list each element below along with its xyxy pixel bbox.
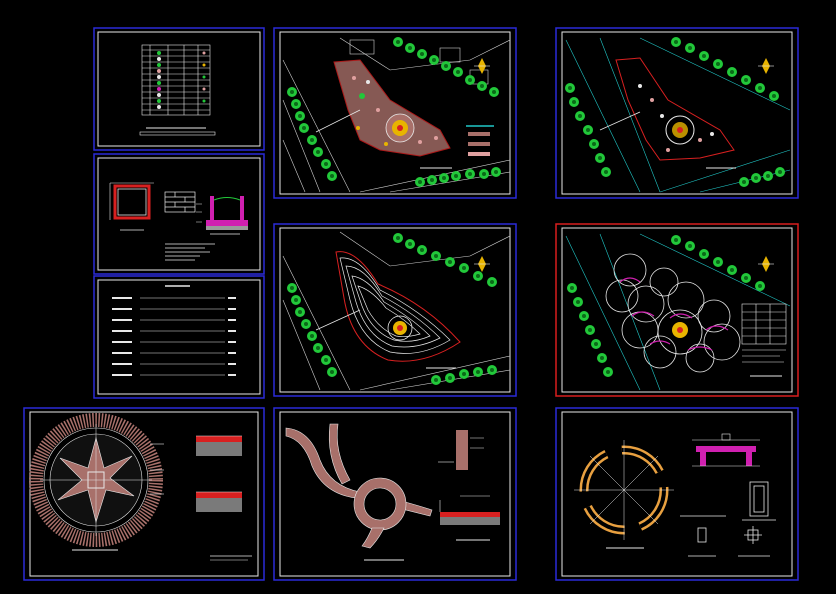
- contour-lines: [335, 251, 461, 362]
- materials-table-sheet[interactable]: [93, 27, 265, 151]
- path-network: [285, 423, 433, 549]
- north-arrow-4: [758, 256, 774, 272]
- bench-small-details: [697, 526, 762, 544]
- paving-section-details: [196, 435, 242, 512]
- brick-pattern-detail: [164, 191, 196, 213]
- north-arrow-2: [758, 58, 774, 74]
- tree-row-left-2: [565, 83, 611, 177]
- notes-rows: [112, 297, 236, 376]
- site-boundary-lines: [282, 37, 511, 193]
- contour-plaza: [387, 315, 413, 341]
- planting-shrub-arcs: [619, 277, 729, 351]
- paving-legend: [466, 125, 494, 156]
- planting-canopy-circles: [605, 253, 741, 373]
- site-plan-sheet-2[interactable]: [555, 27, 799, 199]
- site-plan-sheet-1[interactable]: [273, 27, 517, 199]
- site-boundary-lines-2: [565, 37, 791, 193]
- planting-plaza: [672, 322, 688, 338]
- plaza-paving-area: [333, 59, 451, 157]
- site-boundary-lines-3: [282, 231, 511, 391]
- planter-plan-view: [109, 182, 154, 220]
- north-arrow-3: [474, 256, 490, 272]
- planter-detail-sheet[interactable]: [93, 153, 265, 275]
- ring-bench-plan: [574, 440, 674, 540]
- planting-legend-table: [741, 303, 787, 363]
- planter-section-view: [196, 196, 248, 230]
- north-arrow: [474, 58, 490, 74]
- plaza-outline-2: [615, 57, 735, 161]
- ring-bench-sheet[interactable]: [555, 407, 799, 581]
- plant-legend-symbols: [157, 51, 206, 109]
- path-section-detail: [438, 430, 500, 541]
- star-plaza-plan: [29, 413, 164, 547]
- bench-elevation-detail: [692, 433, 760, 467]
- planting-plan-sheet[interactable]: [555, 223, 799, 397]
- star-plaza-sheet[interactable]: [23, 407, 265, 581]
- path-layout-sheet[interactable]: [273, 407, 517, 581]
- contour-plan-sheet[interactable]: [273, 223, 517, 397]
- materials-table: [141, 44, 211, 116]
- tree-row-top-2: [671, 37, 779, 101]
- tree-row-left-3: [287, 283, 337, 377]
- bench-section-detail: [742, 481, 776, 521]
- tree-row-top-4: [671, 235, 765, 291]
- tree-row-bottom: [415, 167, 501, 187]
- notes-list-sheet[interactable]: [93, 275, 265, 399]
